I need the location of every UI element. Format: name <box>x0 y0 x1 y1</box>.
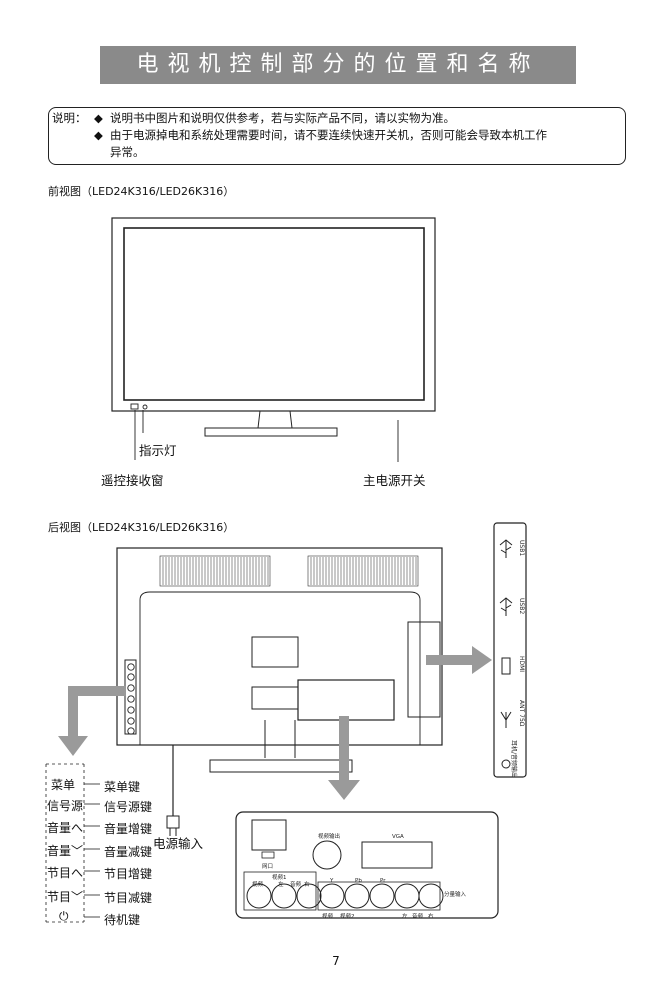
power-input-label: 电源输入 <box>153 836 204 851</box>
rear-view-heading: 后视图（LED24K316/LED26K316） <box>48 521 235 534</box>
key-ch-up-label: 节目增键 <box>104 867 153 881</box>
video-label: 视频 <box>252 880 264 888</box>
component-in-label: 分量输入 <box>444 890 467 898</box>
video-out-label: 视频输出 <box>318 832 340 840</box>
video1-label: 视频1 <box>272 873 287 881</box>
front-view-heading: 前视图（LED24K316/LED26K316） <box>48 185 235 198</box>
note-prefix: 说明： <box>52 111 87 125</box>
usb1-label: USB1 <box>518 540 525 556</box>
note-line-3: 异常。 <box>110 145 145 159</box>
audio-right-label: 右 <box>304 880 310 888</box>
rear-key-buttons <box>127 663 135 735</box>
note-bullet-2: ◆ <box>94 128 103 142</box>
main-power-label: 主电源开关 <box>363 473 426 488</box>
y-label: Y <box>329 878 334 884</box>
key-vol-down-button: 音量﹀ <box>47 844 84 858</box>
key-menu-button: 菜单 <box>51 778 76 792</box>
usb2-label: USB2 <box>518 598 525 614</box>
rear-tv-illustration <box>116 547 443 836</box>
audio-label-2: 音频 <box>412 912 424 920</box>
rear-vent-slats: document.currentScript && null; <box>162 557 417 585</box>
audio-left-label-2: 左 <box>402 912 408 920</box>
video2-label: 视频2 <box>340 912 355 920</box>
bottom-panel-labels: 网口 视频输出 VGA 视频1 视频2 分量输入 视频 左 音频 右 Y Pb … <box>252 832 467 920</box>
audio-right-label-2: 右 <box>428 912 434 920</box>
key-source-label: 信号源键 <box>104 800 153 814</box>
page-title: 电视机控制部分的位置和名称 <box>100 46 576 84</box>
remote-window-label: 遥控接收窗 <box>101 473 164 488</box>
side-port-panel <box>493 522 527 778</box>
key-ch-up-button: 节目へ <box>47 866 84 880</box>
gray-arrows <box>58 646 492 800</box>
pr-label: Pr <box>380 878 386 884</box>
audio-left-label: 左 <box>278 880 284 888</box>
key-menu-label: 菜单键 <box>104 780 141 794</box>
key-vol-up-label: 音量增键 <box>104 822 153 836</box>
lan-label: 网口 <box>262 863 273 870</box>
indicator-label: 指示灯 <box>139 443 177 458</box>
side-port-labels: USB1 USB2 HDMI ANT 75Ω 耳机/音频输出 <box>510 540 525 778</box>
audio-label: 音频 <box>290 880 302 888</box>
hdmi-label: HDMI <box>518 656 525 672</box>
vga-label: VGA <box>392 834 404 840</box>
key-vol-down-label: 音量减键 <box>104 845 153 859</box>
bottom-port-panel <box>235 811 499 919</box>
key-ch-down-label: 节目减键 <box>104 891 153 905</box>
note-box <box>48 107 626 165</box>
key-standby-label: 待机键 <box>104 913 141 927</box>
key-source-button: 信号源 <box>47 799 84 813</box>
note-line-1: 说明书中图片和说明仅供参考，若与实际产品不同，请以实物为准。 <box>110 111 455 125</box>
note-line-2: 由于电源掉电和系统处理需要时间，请不要连续快速开关机，否则可能会导致本机工作 <box>110 128 547 142</box>
standby-icon: ⏻ <box>59 909 69 923</box>
video-label-2: 视频 <box>322 912 334 920</box>
key-legend-frame <box>45 763 100 923</box>
pb-label: Pb <box>355 878 362 884</box>
ant-label: ANT 75Ω <box>518 700 525 727</box>
key-vol-up-button: 音量へ <box>47 821 84 835</box>
page-number: 7 <box>332 954 340 968</box>
key-ch-down-button: 节目﹀ <box>47 890 84 904</box>
earphone-label: 耳机/音频输出 <box>510 740 518 778</box>
note-bullet-1: ◆ <box>94 111 103 125</box>
front-tv-illustration <box>111 217 436 462</box>
